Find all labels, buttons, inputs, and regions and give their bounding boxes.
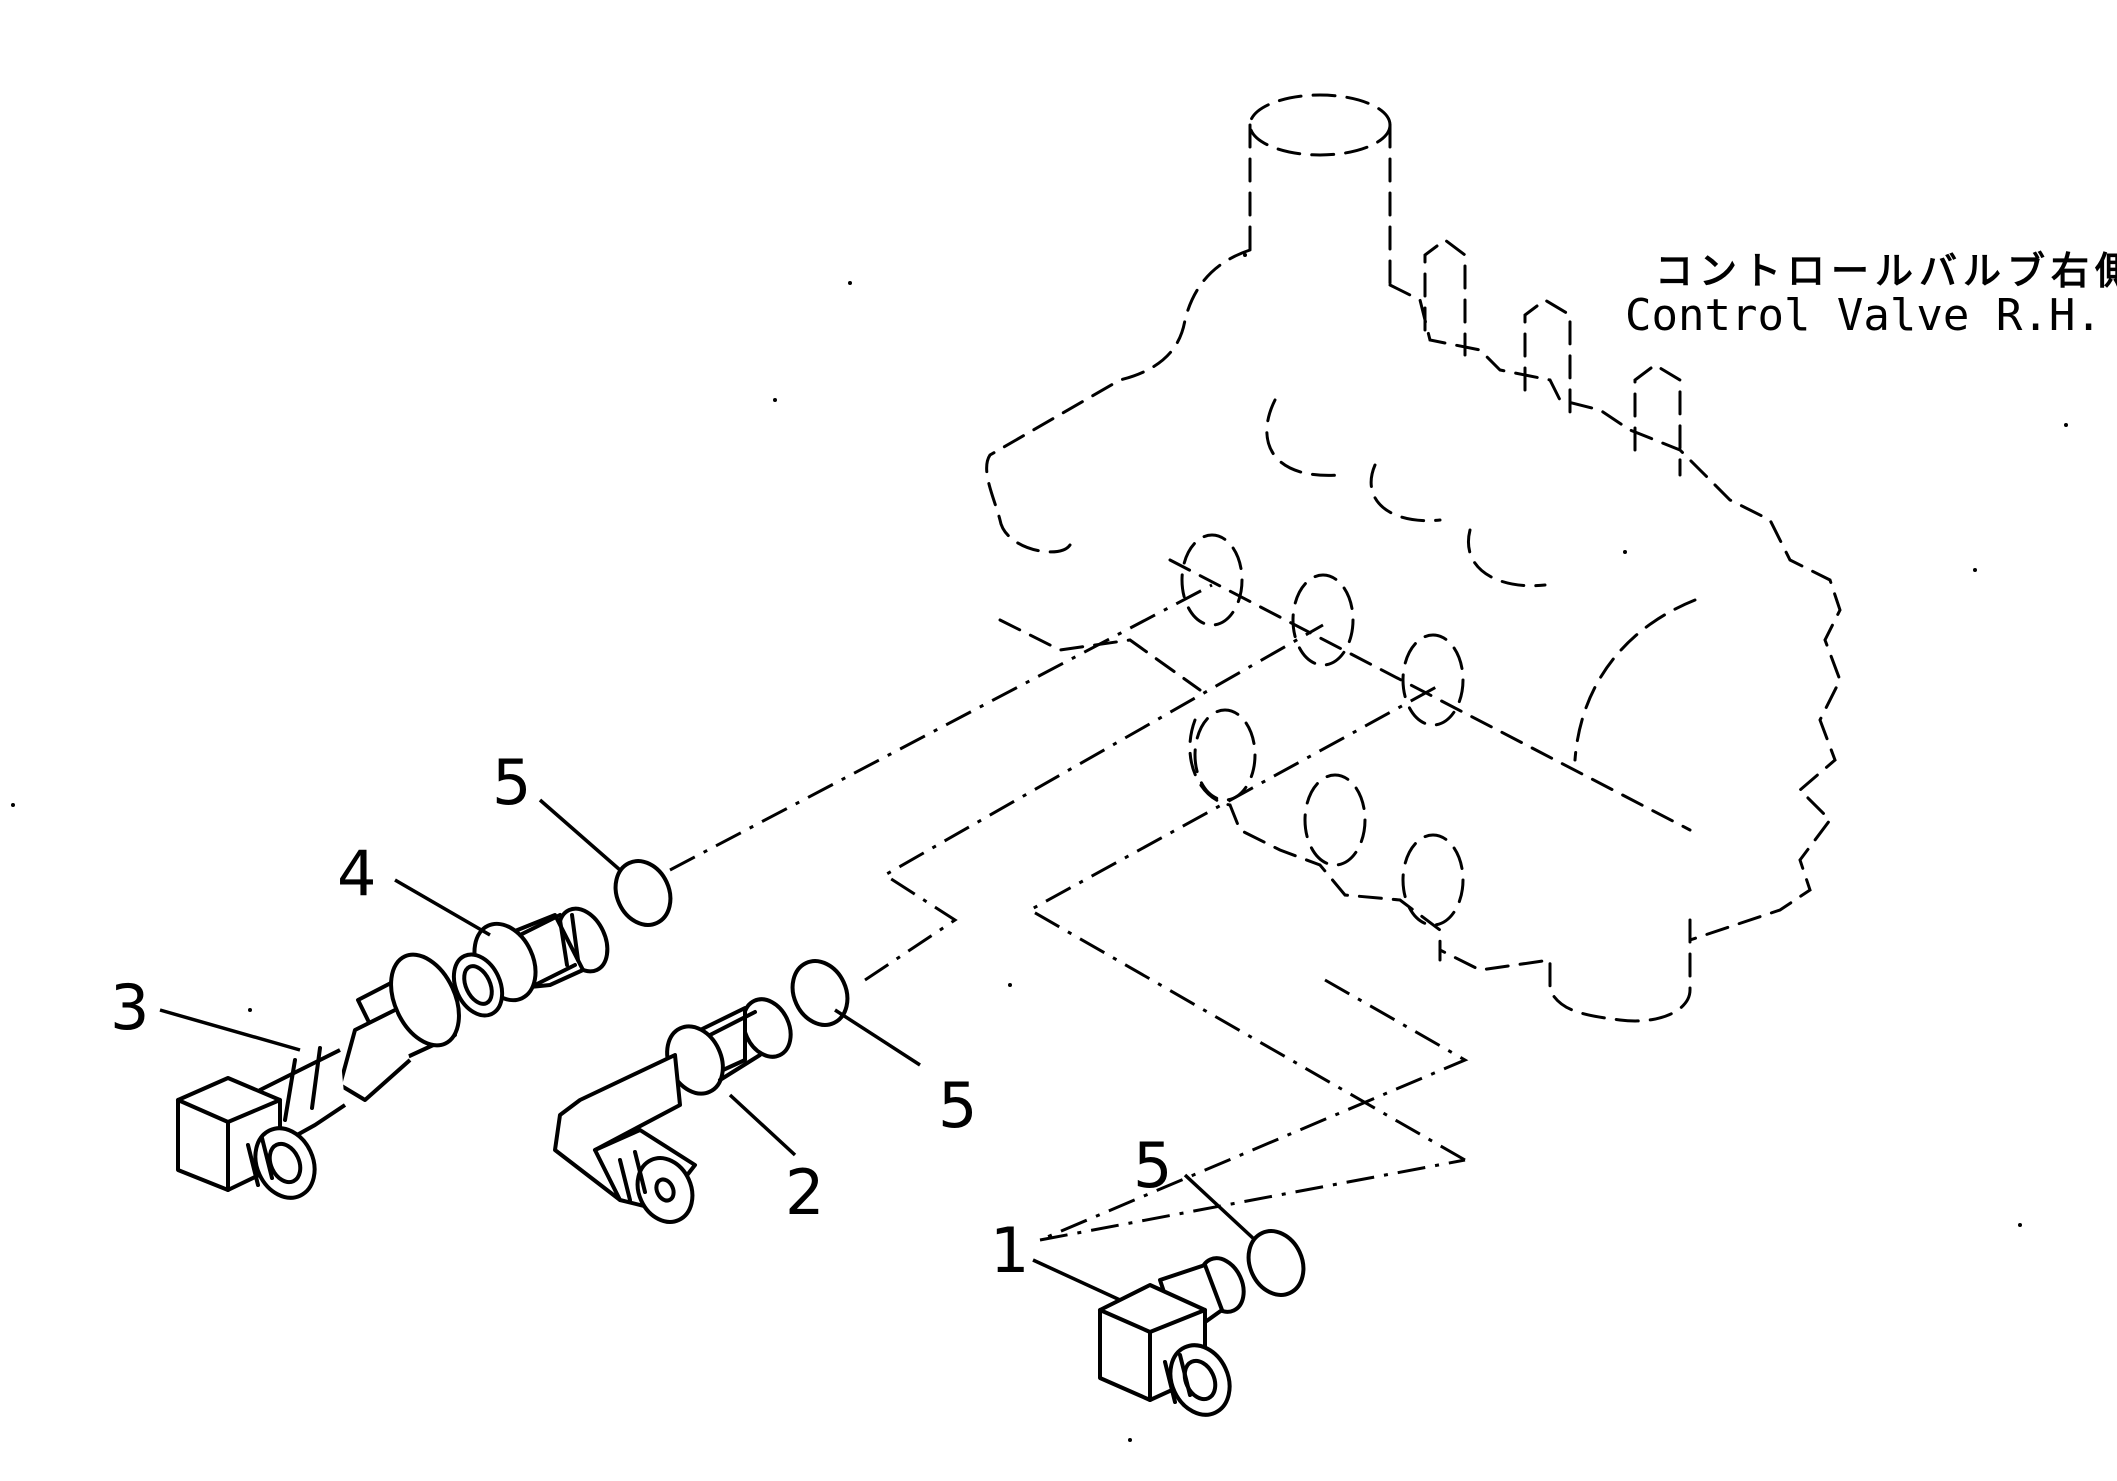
- control-valve-body: [985, 93, 1842, 1023]
- callout-part-3: 3: [110, 971, 150, 1044]
- title-japanese: コントロールバルブ右側: [1655, 249, 2117, 293]
- o-ring-5b: [790, 959, 850, 1027]
- title-english: Control Valve R.H.: [1625, 290, 2102, 341]
- part-2-l-fitting: [553, 997, 793, 1224]
- callout-part-5c: 5: [1133, 1129, 1173, 1202]
- callout-part-2: 2: [785, 1156, 825, 1229]
- part-1-elbow: [1098, 1256, 1246, 1417]
- callout-part-4: 4: [337, 837, 377, 910]
- o-ring-5c: [1246, 1229, 1306, 1297]
- callout-part-1: 1: [990, 1214, 1030, 1287]
- o-ring-5a: [613, 859, 673, 927]
- part-3-elbow: [176, 952, 461, 1200]
- scan-specks: [11, 253, 2068, 1442]
- callout-part-5a: 5: [492, 746, 532, 819]
- leader-lines: [159, 798, 1257, 1302]
- callout-part-5b: 5: [938, 1069, 978, 1142]
- connection-lines: [669, 583, 1469, 1242]
- part-4-adapter: [451, 906, 610, 1018]
